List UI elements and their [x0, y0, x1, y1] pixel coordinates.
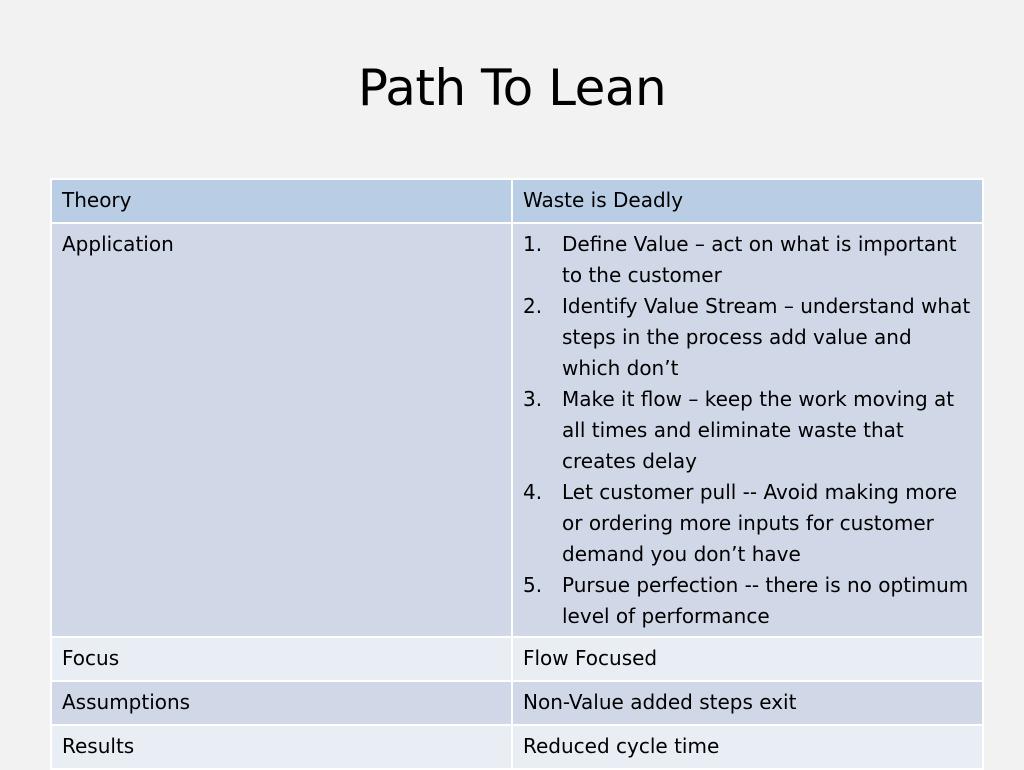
list-item: 3. Make it flow – keep the work moving at…	[523, 384, 972, 477]
slide-title: Path To Lean	[357, 59, 667, 117]
step-text: Pursue perfection -- there is no optimum…	[562, 573, 969, 628]
list-item: 5. Pursue perfection -- there is no optim…	[523, 570, 972, 632]
row-value-focus: Flow Focused	[511, 636, 984, 682]
row-value-application: 1. Define Value – act on what is importan…	[511, 222, 984, 638]
step-text: Define Value – act on what is important …	[562, 232, 957, 287]
table-row-assumptions: Assumptions Non-Value added steps exit	[50, 680, 984, 726]
row-label-theory: Theory	[50, 178, 513, 224]
row-label-results: Results	[50, 724, 513, 770]
step-number: 3.	[523, 387, 543, 411]
step-text: Let customer pull -- Avoid making more o…	[562, 480, 958, 566]
list-item: 4. Let customer pull -- Avoid making more…	[523, 477, 972, 570]
table-row-theory: Theory Waste is Deadly	[50, 178, 984, 224]
table-row-results: Results Reduced cycle time	[50, 724, 984, 770]
step-text: Identify Value Stream – understand what …	[562, 294, 971, 380]
step-number: 2.	[523, 294, 543, 318]
step-text: Make it flow – keep the work moving at a…	[562, 387, 955, 473]
list-item: 1. Define Value – act on what is importan…	[523, 229, 972, 291]
table-row-application: Application 1. Define Value – act on what…	[50, 222, 984, 638]
list-item: 2. Identify Value Stream – understand wha…	[523, 291, 972, 384]
step-number: 5.	[523, 573, 543, 597]
row-label-application: Application	[50, 222, 513, 638]
row-value-results: Reduced cycle time	[511, 724, 984, 770]
step-number: 1.	[523, 232, 543, 256]
step-number: 4.	[523, 480, 543, 504]
application-steps-list: 1. Define Value – act on what is importan…	[523, 229, 972, 632]
row-value-assumptions: Non-Value added steps exit	[511, 680, 984, 726]
lean-comparison-table: Theory Waste is Deadly Application 1. Def…	[50, 178, 984, 770]
row-label-focus: Focus	[50, 636, 513, 682]
table-row-focus: Focus Flow Focused	[50, 636, 984, 682]
row-label-assumptions: Assumptions	[50, 680, 513, 726]
row-value-theory: Waste is Deadly	[511, 178, 984, 224]
